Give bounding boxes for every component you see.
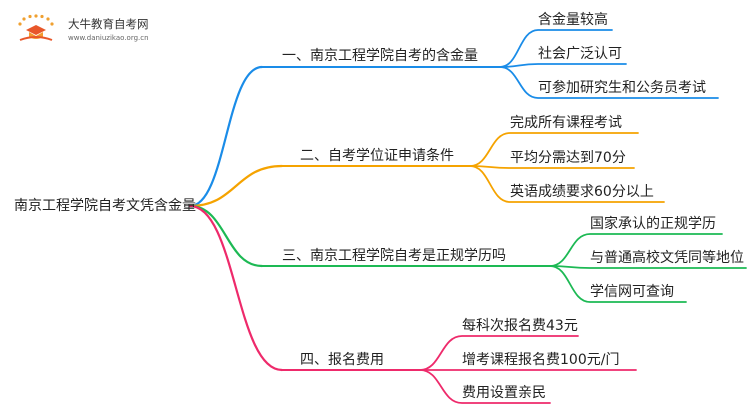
branch-3-child-3[interactable]: 学信网可查询 [590,284,674,300]
branch-1-label[interactable]: 一、南京工程学院自考的含金量 [282,48,478,64]
branch-1-child-3-connector [499,66,719,99]
branch-3-child-3-connector [549,265,687,303]
branch-4-child-3-connector [419,369,551,404]
branch-2-child-3-connector [469,165,665,203]
branch-2-child-2[interactable]: 平均分需达到70分 [510,150,626,166]
branch-4-child-1-connector [419,335,579,371]
branch-4-connector [188,204,284,372]
branch-2-child-3[interactable]: 英语成绩要求60分以上 [510,184,654,200]
branch-4-label[interactable]: 四、报名费用 [300,352,384,368]
branch-2-label[interactable]: 二、自考学位证申请条件 [300,148,454,164]
branch-2-connector [188,164,284,208]
logo-site-name: 大牛教育自考网 [68,17,149,31]
branch-1-connector [188,65,264,208]
logo-site-url: www.daniuzikao.org.cn [68,34,149,42]
branch-1-child-1[interactable]: 含金量较高 [538,12,608,28]
branch-1-child-3[interactable]: 可参加研究生和公务员考试 [538,80,706,96]
root-topic[interactable]: 南京工程学院自考文凭含金量 [14,198,196,214]
graduation-book-icon [18,14,54,41]
branch-3-child-1-connector [549,233,723,267]
branch-1-child-2[interactable]: 社会广泛认可 [538,46,622,62]
branch-4-child-2[interactable]: 增考课程报名费100元/门 [462,352,620,368]
branch-4-child-3[interactable]: 费用设置亲民 [462,385,546,401]
branch-1-child-2-connector [499,63,627,68]
site-logo[interactable]: 大牛教育自考网 www.daniuzikao.org.cn [14,14,164,48]
branch-2-child-1[interactable]: 完成所有课程考试 [510,115,622,131]
branch-4-child-1[interactable]: 每科次报名费43元 [462,318,578,334]
branch-3-child-2-connector [549,265,747,269]
branch-3-child-2[interactable]: 与普通高校文凭同等地位 [590,250,744,266]
branch-3-label[interactable]: 三、南京工程学院自考是正规学历吗 [282,248,506,264]
branch-1-child-1-connector [499,29,613,68]
branch-2-child-2-connector [469,165,635,169]
branch-2-child-1-connector [469,132,639,167]
branch-3-child-1[interactable]: 国家承认的正规学历 [590,216,716,232]
